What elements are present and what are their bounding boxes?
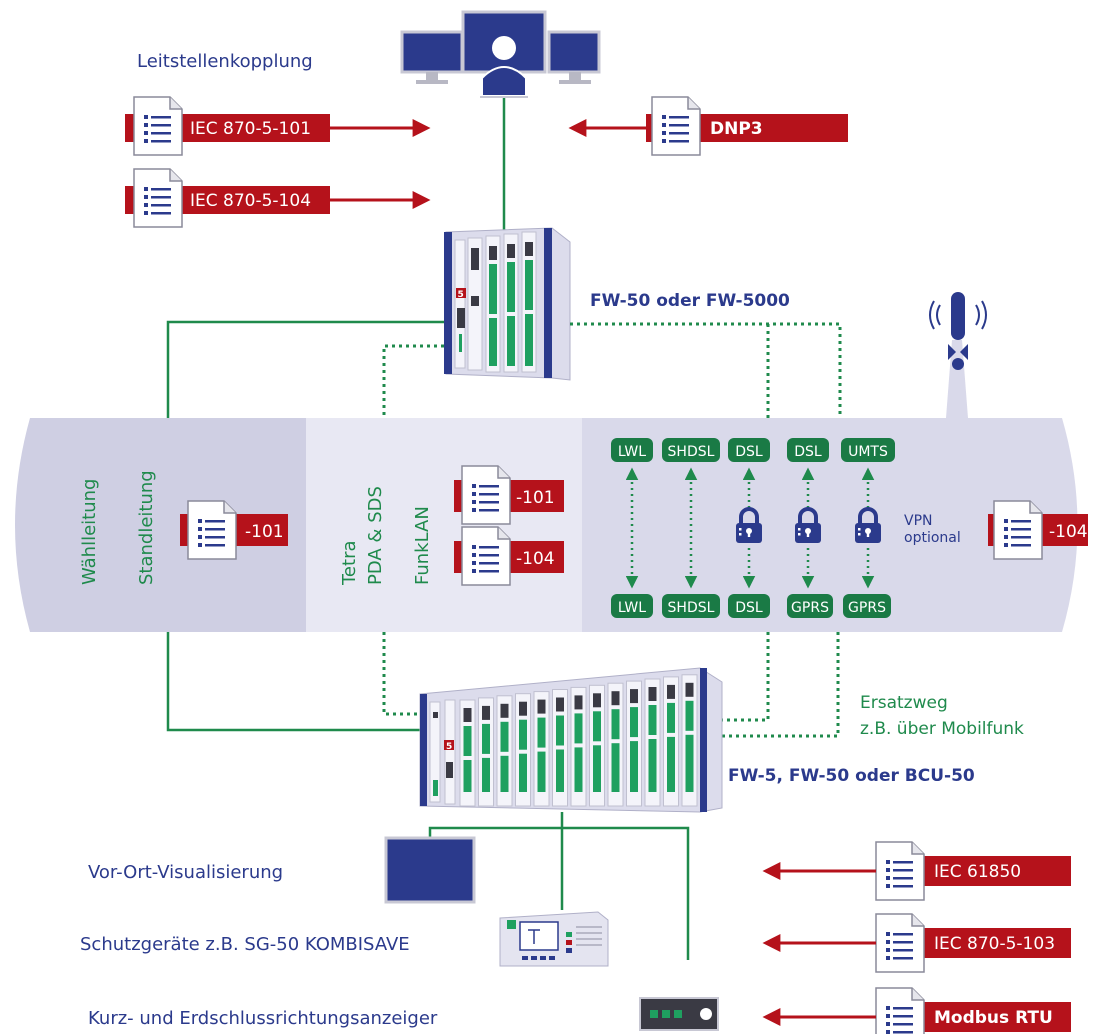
link-pill-lwl-bottom: LWL [611,594,653,618]
protocol-tag-band-middle-104: -104 [454,526,564,586]
touch-panel-icon [384,836,476,904]
protocol-tag-label: Modbus RTU [934,1008,1053,1028]
protocol-tag-iec-103: IEC 870-5-103 [875,913,1071,973]
control-center-label: Leitstellenkopplung [137,51,313,72]
link-pill-label: DSL [794,444,822,460]
link-pill-label: GPRS [848,600,886,616]
link-mobile-top [570,322,842,418]
radio-mast-icon [929,292,987,418]
protocol-tag-label: -104 [516,549,555,569]
band-middle-label-funklan: FunkLAN [412,506,433,585]
band-left-label-dial: Wählleitung [79,479,100,585]
backup-route-line2: z.B. über Mobilfunk [860,719,1024,739]
link-pill-gprs-bottom: GPRS [787,594,833,618]
device-label-protection: Schutzgeräte z.B. SG-50 KOMBISAVE [80,934,410,955]
padlock-icon [734,507,764,546]
protocol-tag-iec-104: IEC 870-5-104 [125,168,330,228]
protocol-tag-label: -104 [1049,522,1088,542]
link-pill-label: LWL [618,444,646,460]
protocol-tag-label: -101 [516,488,555,508]
link-pill-umts-top: UMTS [841,438,895,462]
protocol-tag-band-middle-101: -101 [454,465,564,525]
link-dial-leased-bottom [166,632,420,732]
link-pill-label: DSL [735,600,763,616]
main-rtu-icon [444,227,571,381]
padlock-icon [853,507,883,546]
operator-workstation-icon [400,10,601,98]
vpn-label-line2: optional [904,530,961,546]
protocol-tag-label: IEC 870-5-104 [190,191,311,211]
protocol-tag-modbus: Modbus RTU [875,987,1071,1034]
band-middle-label-tetra: Tetra [339,541,360,587]
link-radio-top [382,344,444,418]
link-pill-label: GPRS [791,600,829,616]
protocol-tag-label: IEC 870-5-103 [934,934,1055,954]
protection-relay-icon [499,911,609,967]
protocol-tag-label: IEC 61850 [934,862,1021,882]
protocol-tag-band-left: -101 [180,500,288,560]
link-pill-gprs-bottom-2: GPRS [843,594,891,618]
protocol-tag-dnp3: DNP3 [646,96,848,156]
link-mobile-bottom [722,632,840,738]
protocol-tag-iec-61850: IEC 61850 [875,841,1071,901]
link-pill-dsl-top: DSL [728,438,770,462]
communication-band [15,418,1078,632]
main-rtu-badge: 5 [458,290,464,300]
vpn-label-line1: VPN [904,513,933,529]
link-dial-leased-top [166,320,444,418]
link-pill-label: UMTS [848,444,888,460]
fault-indicator-icon [639,997,719,1031]
link-dsl-bottom [722,632,770,722]
link-pill-label: DSL [735,444,763,460]
protocol-tag-band-right: -104 [988,500,1088,560]
field-rtu-badge: 5 [446,742,452,752]
field-rtu-label: FW-5, FW-50 oder BCU-50 [728,766,975,786]
link-pill-dsl-top-2: DSL [787,438,829,462]
padlock-icon [793,507,823,546]
link-pill-dsl-bottom: DSL [728,594,770,618]
field-rtu-icon [419,667,723,813]
band-left-label-leased: Standleitung [136,470,157,585]
main-rtu-label: FW-50 oder FW-5000 [590,291,790,311]
band-middle-label-pda: PDA & SDS [365,486,386,585]
link-pill-label: LWL [618,600,646,616]
link-pill-shdsl-bottom: SHDSL [662,594,720,618]
link-pill-lwl-top: LWL [611,438,653,462]
protocol-tag-label: -101 [245,522,284,542]
protocol-tag-label: DNP3 [710,119,763,139]
device-label-indicator: Kurz- und Erdschlussrichtungsanzeiger [88,1008,438,1029]
link-pill-label: SHDSL [668,444,715,460]
protocol-tag-iec-101: IEC 870-5-101 [125,96,330,156]
link-pill-label: SHDSL [668,600,715,616]
link-radio-bottom [382,632,420,716]
protocol-tag-label: IEC 870-5-101 [190,119,311,139]
device-label-visualization: Vor-Ort-Visualisierung [88,862,283,883]
link-pill-shdsl-top: SHDSL [662,438,720,462]
backup-route-line1: Ersatzweg [860,693,948,713]
